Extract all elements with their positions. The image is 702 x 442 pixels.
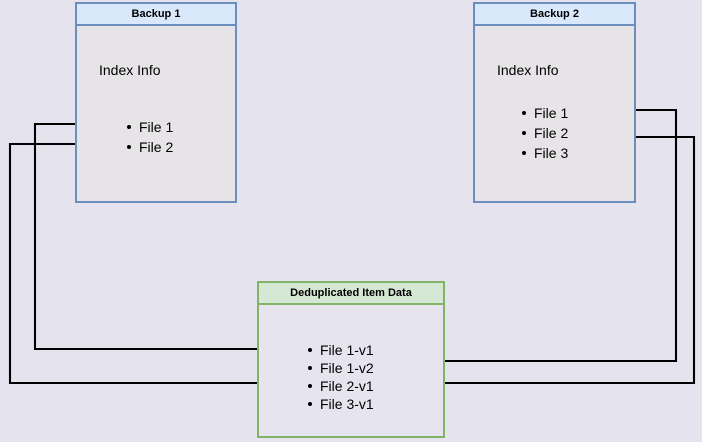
node-backup-2-title: Index Info <box>497 62 559 78</box>
list-item[interactable]: File 1-v1 <box>306 341 374 359</box>
list-item[interactable]: File 3-v1 <box>306 395 374 413</box>
node-dedup-header: Deduplicated Item Data <box>259 283 443 305</box>
list-item[interactable]: File 3 <box>520 143 568 163</box>
list-item[interactable]: File 2-v1 <box>306 377 374 395</box>
node-backup-2-header: Backup 2 <box>475 4 634 26</box>
list-item[interactable]: File 2 <box>125 137 173 157</box>
node-backup-1-header: Backup 1 <box>77 4 235 26</box>
node-backup-1-title: Index Info <box>99 62 161 78</box>
list-item[interactable]: File 1-v2 <box>306 359 374 377</box>
node-dedup-file-list: File 1-v1 File 1-v2 File 2-v1 File 3-v1 <box>306 341 374 413</box>
node-backup-2-file-list: File 1 File 2 File 3 <box>520 103 568 163</box>
node-backup-2[interactable]: Backup 2 Index Info File 1 File 2 File 3 <box>473 2 636 203</box>
node-backup-1[interactable]: Backup 1 Index Info File 1 File 2 <box>75 2 237 203</box>
list-item[interactable]: File 2 <box>520 123 568 143</box>
list-item[interactable]: File 1 <box>125 117 173 137</box>
node-backup-1-file-list: File 1 File 2 <box>125 117 173 157</box>
list-item[interactable]: File 1 <box>520 103 568 123</box>
node-deduplicated-item-data[interactable]: Deduplicated Item Data File 1-v1 File 1-… <box>257 281 445 438</box>
